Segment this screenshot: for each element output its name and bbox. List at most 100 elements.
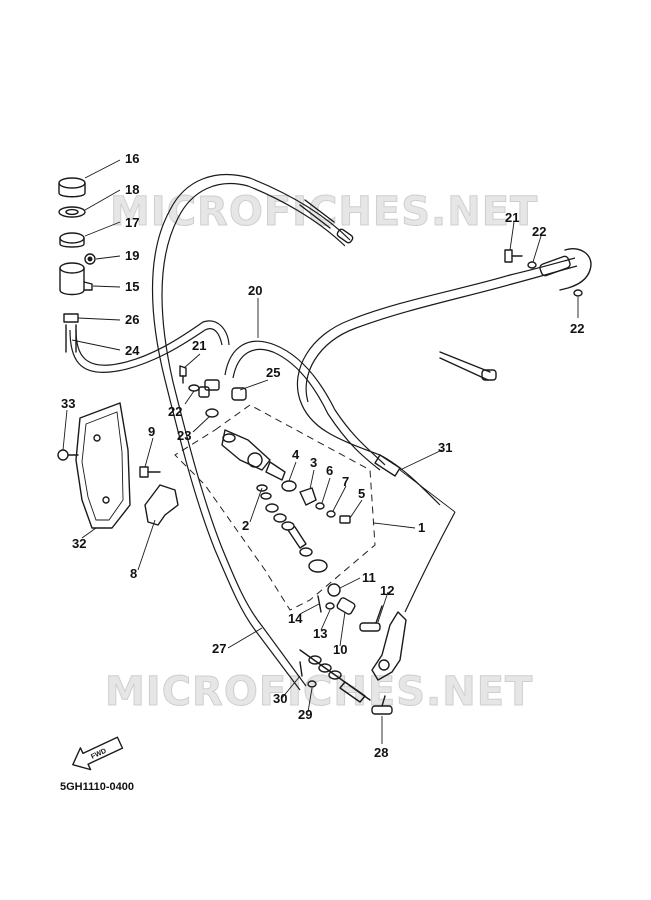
reservoir-cap-16 [58, 177, 86, 198]
lever-hole [378, 659, 390, 671]
callout-20: 20 [248, 283, 262, 298]
hose-24-inner [75, 320, 230, 366]
callout-26: 26 [125, 312, 139, 327]
callout-22-right-b: 22 [570, 321, 584, 336]
rod-31-end [481, 369, 497, 381]
bracket-32 [75, 402, 131, 529]
washer-22-right-b [573, 289, 583, 297]
cable-27-end [299, 649, 371, 703]
callout-10: 10 [333, 642, 347, 657]
callout-15: 15 [125, 279, 139, 294]
callout-22-right-a: 22 [532, 224, 546, 239]
washer-13 [325, 602, 335, 610]
hose-31-inner [305, 265, 578, 403]
watermark-top: MICROFICHES.NET [110, 189, 538, 235]
callout-6: 6 [326, 463, 333, 478]
hose-31 [296, 257, 576, 401]
master-cylinder-body [221, 429, 286, 481]
bracket-8 [144, 484, 179, 526]
fitting-left [198, 379, 220, 398]
elbow-right [559, 248, 592, 291]
callout-18: 18 [125, 182, 139, 197]
nut-11 [327, 583, 341, 597]
hose-20-inner [232, 348, 381, 471]
bolt-21-left [179, 365, 187, 384]
callout-14: 14 [288, 611, 303, 626]
fitting-25 [231, 387, 247, 401]
spring-2-stack [256, 484, 328, 573]
callout-33: 33 [61, 396, 75, 411]
callout-21-left: 21 [192, 338, 206, 353]
callout-31: 31 [438, 440, 452, 455]
callout-25: 25 [266, 365, 280, 380]
cable-31-spring [399, 469, 456, 513]
cable-top-loop [151, 174, 351, 691]
callout-11: 11 [362, 570, 376, 585]
hose-24 [69, 328, 223, 373]
pin-14 [317, 595, 322, 613]
hose-stub-24 [65, 324, 77, 353]
cable-top-end-cap [336, 228, 354, 244]
callout-4: 4 [292, 447, 300, 462]
bolt-33 [57, 449, 79, 461]
bolt-28 [371, 695, 393, 715]
callout-30: 30 [273, 691, 287, 706]
brake-lever [371, 611, 407, 681]
callout-29: 29 [298, 707, 312, 722]
callout-23: 23 [177, 428, 191, 443]
o-ring-4 [281, 480, 297, 492]
assembly-1-boundary [174, 404, 376, 611]
callout-3: 3 [310, 455, 317, 470]
pin-30 [299, 661, 303, 677]
hose-20 [224, 340, 386, 466]
cable-31-end [374, 454, 401, 477]
callout-22-left: 22 [168, 404, 182, 419]
washer-29 [307, 680, 317, 688]
valve-3 [299, 487, 317, 506]
reservoir-15 [59, 262, 93, 296]
cable-top-end [299, 199, 335, 229]
bracket-32-hole-2 [102, 496, 110, 504]
screw-19 [84, 253, 96, 265]
bolt-9 [139, 466, 161, 478]
clip-26 [63, 313, 79, 323]
diaphragm-17 [59, 232, 85, 248]
callout-7: 7 [342, 474, 349, 489]
cable-31-link [404, 511, 456, 613]
rod-31 [439, 351, 491, 381]
callout-32: 32 [72, 536, 86, 551]
washer-7 [326, 510, 336, 518]
callout-5: 5 [358, 486, 365, 501]
fwd-arrow-icon: FWD [72, 736, 124, 771]
washer-22-left [188, 384, 200, 392]
callout-13: 13 [313, 626, 327, 641]
bolt-5 [339, 515, 351, 524]
diagram-code: 5GH1110-0400 [60, 781, 134, 793]
callout-21-right: 21 [505, 210, 519, 225]
watermark-bottom: MICROFICHES.NET [105, 669, 533, 715]
callout-12: 12 [380, 583, 394, 598]
leader-lines [62, 159, 579, 744]
washer-6 [315, 502, 325, 510]
callout-9: 9 [148, 424, 155, 439]
callout-2: 2 [242, 518, 249, 533]
callout-27: 27 [212, 641, 226, 656]
washer-inner-1 [222, 433, 236, 443]
callout-1: 1 [418, 520, 425, 535]
callout-8: 8 [130, 566, 137, 581]
diaphragm-plate-18 [58, 206, 86, 218]
callout-24: 24 [125, 343, 140, 358]
pin-12 [359, 605, 383, 632]
washer-23 [205, 408, 219, 418]
washer-22-right-a [527, 261, 537, 269]
callout-28: 28 [374, 745, 388, 760]
callout-17: 17 [125, 215, 139, 230]
callout-16: 16 [125, 151, 139, 166]
fitting-right [539, 255, 571, 277]
bracket-32-hole-1 [93, 434, 101, 442]
hose-31-lower [299, 399, 441, 506]
cable-top-loop-inner [161, 182, 346, 687]
bracket-32-inner [81, 411, 124, 521]
callout-19: 19 [125, 248, 139, 263]
